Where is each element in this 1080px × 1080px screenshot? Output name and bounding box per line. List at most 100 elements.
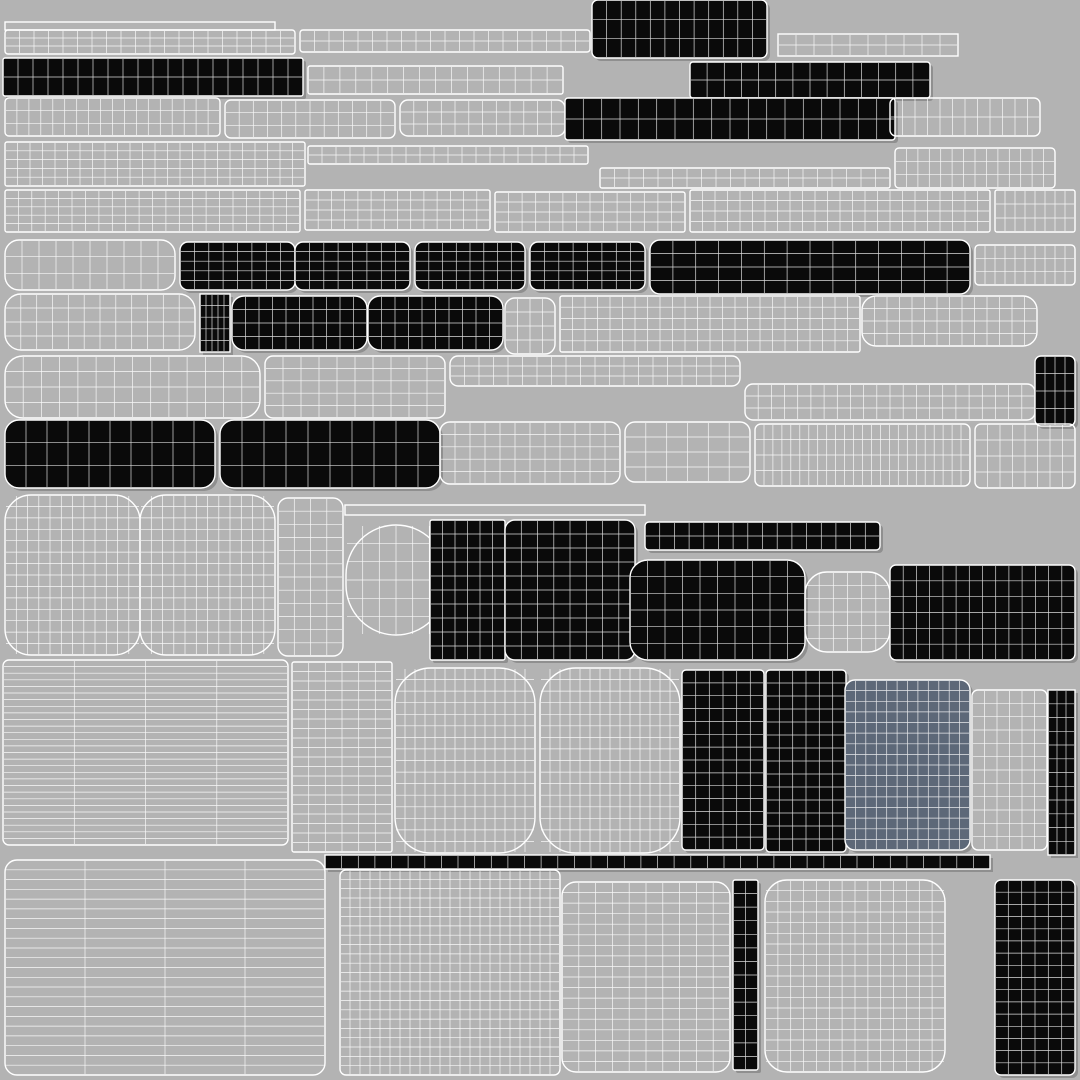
island-outline <box>339 869 561 1076</box>
island-outline <box>4 189 301 233</box>
wireframe-island-60 <box>394 667 536 854</box>
island-wire-grid <box>6 31 294 53</box>
shell-island-52 <box>429 519 508 663</box>
island-wire-grid <box>306 191 489 229</box>
island-wire-grid <box>891 566 1074 659</box>
wireframe-island-70 <box>561 881 731 1073</box>
shell-island-53 <box>504 519 638 663</box>
island-outline <box>224 99 396 139</box>
wireframe-island-19 <box>494 191 686 233</box>
island-outline <box>344 504 646 516</box>
shell-island-24 <box>294 241 413 293</box>
shell-island-66 <box>1047 689 1078 858</box>
island-wire-grid <box>806 573 889 651</box>
island-wire-grid <box>6 357 259 417</box>
island-wire-grid <box>341 871 559 1074</box>
wireframe-island-28 <box>974 244 1076 286</box>
wireframe-island-45 <box>754 423 971 487</box>
island-wire-grid <box>401 101 564 135</box>
island-wire-grid <box>631 561 804 659</box>
island-outline <box>624 421 751 483</box>
island-outline <box>777 33 959 57</box>
island-outline <box>494 191 686 233</box>
island-wire-grid <box>863 297 1036 345</box>
island-wire-grid <box>531 243 644 289</box>
island-wire-grid <box>996 191 1074 231</box>
island-outline <box>304 189 491 231</box>
island-wire-grid <box>6 295 194 349</box>
island-outline <box>4 859 326 1076</box>
wireframe-island-49 <box>277 497 344 657</box>
island-outline <box>439 421 621 485</box>
island-outline <box>689 189 991 233</box>
wireframe-island-9 <box>224 99 396 139</box>
shell-island-73 <box>994 879 1078 1078</box>
shell-island-32 <box>367 295 506 353</box>
wireframe-island-18 <box>304 189 491 231</box>
island-outline <box>4 97 221 137</box>
wireframe-island-37 <box>264 355 446 419</box>
shell-island-42 <box>219 419 443 491</box>
island-outline <box>307 145 589 165</box>
island-wire-grid <box>626 423 749 481</box>
shell-island-57 <box>889 564 1078 663</box>
island-outline <box>277 497 344 657</box>
island-wire-grid <box>201 295 229 351</box>
island-wire-grid <box>6 861 324 1074</box>
wireframe-island-35 <box>861 295 1038 347</box>
island-outline <box>4 29 296 55</box>
wireframe-island-6 <box>307 65 564 95</box>
wireframe-island-20 <box>689 189 991 233</box>
island-wire-grid <box>779 35 957 55</box>
wireframe-island-14 <box>307 145 589 165</box>
island-wire-grid <box>309 67 562 93</box>
island-wire-grid <box>369 297 502 349</box>
island-wire-grid <box>4 661 287 844</box>
wireframe-island-29 <box>4 293 196 351</box>
island-wire-grid <box>506 299 554 353</box>
island-wire-grid <box>1036 357 1074 425</box>
shell-island-62 <box>681 669 767 853</box>
island-outline <box>974 244 1076 286</box>
island-outline <box>139 494 276 656</box>
island-wire-grid <box>296 243 409 289</box>
island-outline <box>994 189 1076 233</box>
island-outline <box>504 297 556 355</box>
shell-island-67 <box>324 854 993 872</box>
island-wire-grid <box>651 241 969 293</box>
island-wire-grid <box>767 671 845 851</box>
island-outline <box>559 295 861 353</box>
island-wire-grid <box>973 691 1046 849</box>
wireframe-island-34 <box>559 295 861 353</box>
island-outline <box>2 659 289 846</box>
wireframe-island-15 <box>599 167 891 189</box>
island-outline <box>599 167 891 189</box>
island-outline <box>971 689 1048 851</box>
island-outline <box>754 423 971 487</box>
wireframe-island-58 <box>2 659 289 846</box>
shell-island-54 <box>644 521 883 553</box>
island-wire-grid <box>601 169 889 187</box>
wireframe-island-43 <box>439 421 621 485</box>
wireframe-island-16 <box>894 147 1056 189</box>
island-wire-grid <box>846 681 969 849</box>
island-wire-grid <box>891 99 1039 135</box>
wireframe-island-59 <box>291 661 393 853</box>
wireframe-island-38 <box>449 355 741 387</box>
island-wire-grid <box>181 243 294 289</box>
island-outline <box>889 97 1041 137</box>
island-wire-grid <box>396 669 534 852</box>
island-outline <box>861 295 1038 347</box>
island-wire-grid <box>279 499 342 655</box>
island-wire-grid <box>431 521 504 659</box>
island-outline <box>539 667 681 854</box>
island-wire-grid <box>6 421 214 487</box>
island-wire-grid <box>976 425 1074 487</box>
island-outline <box>291 661 393 853</box>
island-outline <box>4 141 306 187</box>
island-outline <box>4 239 176 291</box>
shell-island-25 <box>414 241 528 293</box>
shell-island-31 <box>231 295 370 353</box>
wireframe-island-22 <box>4 239 176 291</box>
